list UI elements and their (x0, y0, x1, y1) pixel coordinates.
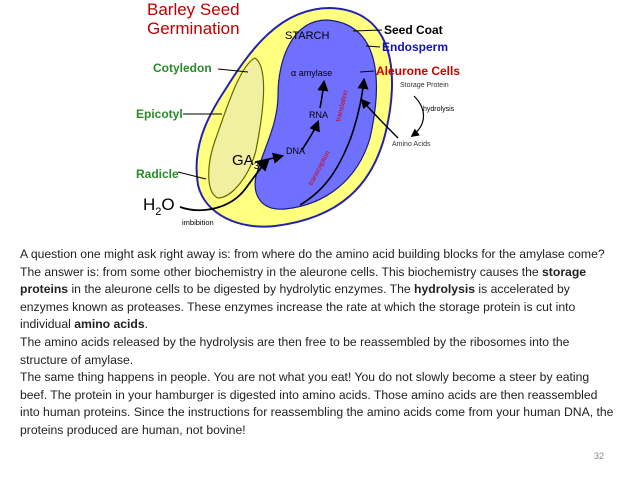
radicle-label: Radicle (136, 167, 179, 181)
answer-text-g: . (144, 317, 149, 332)
aleurone-cells-label: Aleurone Cells (376, 64, 460, 78)
cotyledon-shape (208, 57, 265, 199)
page-number: 32 (593, 451, 604, 461)
imbibition-label: imbibition (182, 218, 214, 227)
rna-to-amylase-arrow (317, 79, 329, 109)
hydrolysis-label: hydrolysis (423, 106, 455, 113)
amylase-label: α amylase (291, 68, 332, 78)
water-h: H (143, 195, 155, 214)
water-subscript: 2 (155, 206, 161, 218)
ga-text: GA (232, 152, 254, 169)
endosperm-pointer (365, 45, 381, 48)
amino-acids-arrow (360, 98, 399, 139)
endosperm-label: Endosperm (382, 40, 448, 54)
body-text: A question one might ask right away is: … (20, 246, 618, 440)
imbibition-arrow (179, 158, 270, 211)
diagram-title-line1: Barley Seed (147, 0, 240, 19)
storage-proteins-bold: storage proteins (20, 264, 587, 297)
amino-acids-label: Amino Acids (392, 141, 431, 148)
diagram-title-line2: Germination (147, 19, 240, 38)
aleurone-cells-pointer (359, 70, 375, 73)
paragraph-question: A question one might ask right away is: … (20, 247, 605, 261)
answer-text-e: is accelerated by enzymes known as prote… (20, 282, 576, 332)
hydrolysis-arrow (410, 95, 425, 138)
paragraph-people: The same thing happens in people. You ar… (20, 370, 614, 437)
cotyledon-pointer (217, 68, 249, 73)
epicotyl-label: Epicotyl (136, 107, 183, 121)
paragraph-answer: The answer is: from some other biochemis… (20, 264, 618, 334)
amino-acids-bold: amino acids (74, 317, 145, 332)
hydrolysis-bold: hydrolysis (414, 282, 476, 297)
paragraph-reassembly: The amino acids released by the hydrolys… (20, 334, 570, 367)
dna-label: DNA (286, 146, 305, 156)
cotyledon-label: Cotyledon (153, 61, 212, 75)
dna-to-rna-arrow (301, 119, 320, 151)
barley-seed-diagram: Barley Seed Germination Seed Coat Endosp… (136, 0, 460, 228)
answer-text-c: in the aleurone cells to be digested by … (68, 282, 415, 297)
radicle-pointer (177, 171, 207, 180)
storage-protein-label: Storage Protein (400, 82, 449, 89)
ga-to-dna-arrow (254, 152, 285, 164)
water-o: O (161, 195, 174, 214)
water-label: H2O (143, 195, 175, 218)
seed-coat-pointer (352, 29, 383, 32)
answer-text-a: The answer is: from some other biochemis… (20, 264, 543, 279)
rna-label: RNA (309, 110, 328, 120)
endosperm-shape (254, 19, 377, 210)
starch-label: STARCH (285, 30, 329, 42)
seed-coat-label: Seed Coat (384, 23, 443, 37)
